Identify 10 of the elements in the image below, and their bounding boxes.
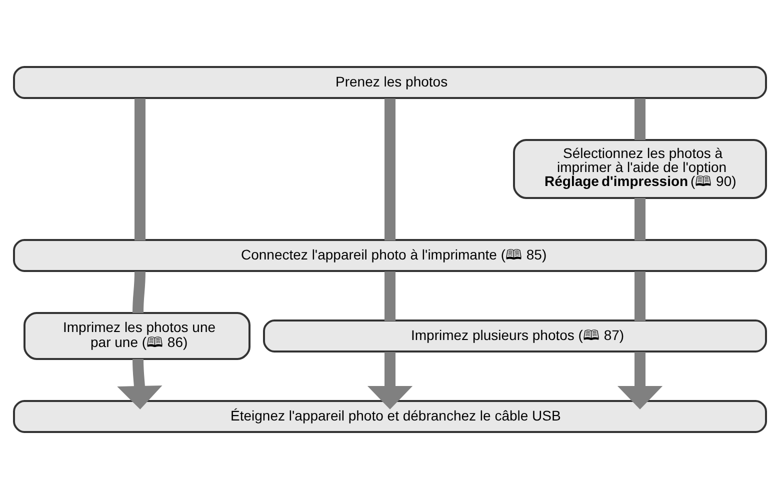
connector: [634, 98, 645, 140]
arrow: [616, 352, 662, 410]
arrow: [116, 358, 162, 410]
connector: [384, 272, 395, 321]
connector: [634, 272, 645, 321]
connector: [132, 271, 145, 314]
arrow: [366, 352, 412, 410]
connector: [134, 98, 145, 240]
connector: [384, 98, 395, 240]
connector: [634, 198, 645, 240]
